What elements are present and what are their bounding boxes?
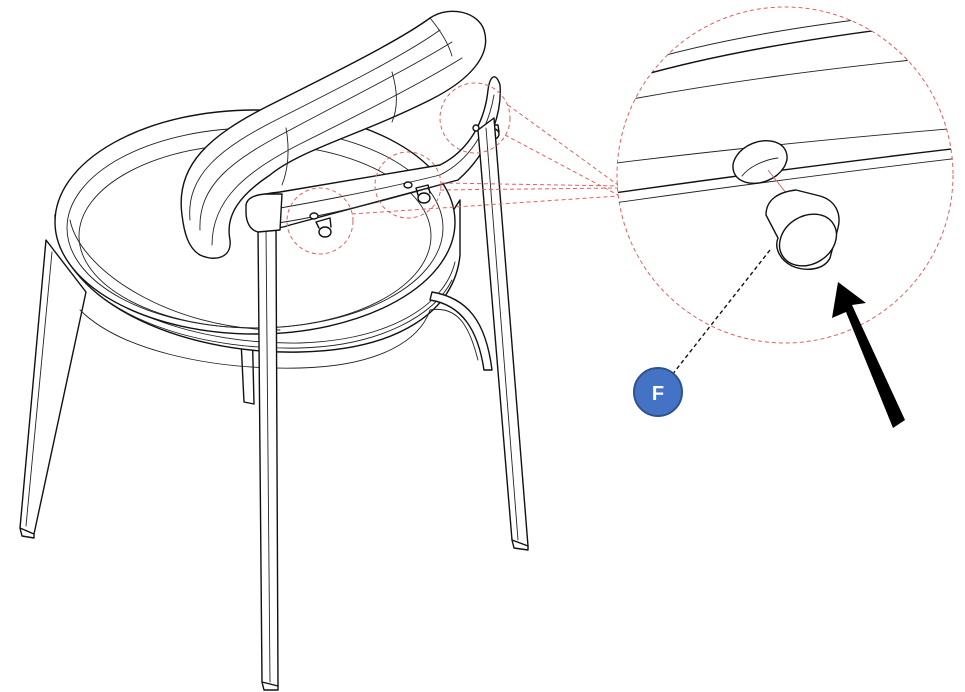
detail-view: F	[616, 6, 954, 428]
chair-leg-front-right	[257, 227, 279, 691]
chair-rail-end	[245, 193, 283, 233]
chair-backrest	[180, 10, 501, 259]
dowel-hole	[732, 139, 788, 185]
insert-direction-arrow	[832, 282, 905, 428]
detail-view-boundary	[616, 6, 954, 344]
callout-label: F	[652, 383, 664, 405]
chair-seat-frame	[79, 308, 479, 369]
detail-projection-lines	[351, 104, 619, 215]
callout-leader	[667, 249, 771, 381]
chair-drawing	[19, 10, 529, 691]
chair-leg-front-left	[19, 239, 87, 539]
chair-leg-back-right	[429, 117, 529, 551]
detail-markers	[286, 82, 511, 255]
dowel	[765, 189, 840, 270]
callout-f: F	[633, 367, 683, 417]
